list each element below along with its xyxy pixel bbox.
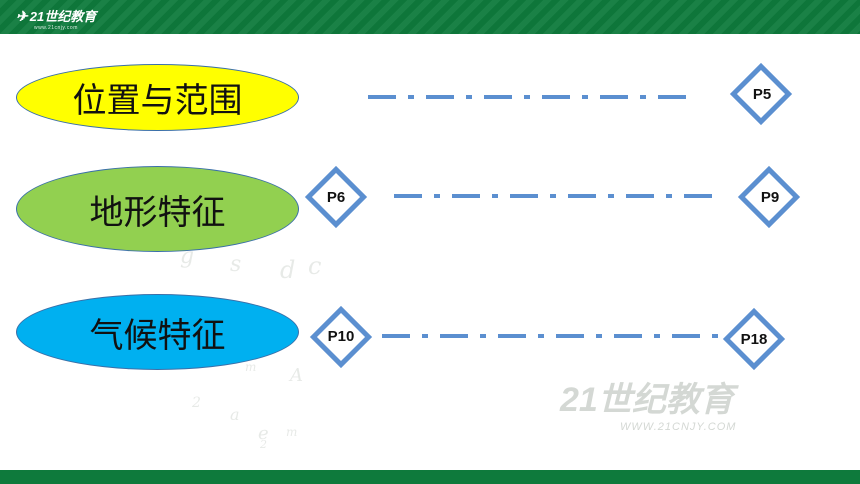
topic-location-range[interactable]: 位置与范围 bbox=[16, 64, 299, 131]
page-label-p6: P6 bbox=[326, 189, 346, 206]
bg-glyph: c bbox=[308, 252, 322, 280]
topic-landform[interactable]: 地形特征 bbox=[16, 166, 299, 252]
bg-glyph: m bbox=[286, 425, 298, 439]
page-label-p5: P5 bbox=[752, 86, 772, 103]
page-label-p9: P9 bbox=[760, 189, 780, 206]
connector-line-row1 bbox=[368, 95, 696, 99]
connector-line-row2 bbox=[394, 194, 720, 198]
page-label-p18: P18 bbox=[740, 331, 768, 348]
logo-url-text: www.21cnjy.com bbox=[34, 25, 78, 31]
header-bar: ✈21世纪教育 www.21cnjy.com bbox=[0, 0, 860, 34]
bg-glyph: A bbox=[290, 365, 303, 386]
topic-label: 地形特征 bbox=[89, 192, 226, 233]
page-label-p10: P10 bbox=[327, 328, 355, 345]
bg-glyph: a bbox=[230, 405, 240, 424]
watermark-url: WWW.21CNJY.COM bbox=[620, 421, 737, 433]
bg-glyph: m bbox=[245, 360, 257, 374]
runner-icon: ✈ bbox=[16, 8, 28, 24]
bg-glyph: e bbox=[258, 423, 269, 444]
footer-bar bbox=[0, 470, 860, 484]
watermark-logo: 21世纪教育 WWW.21CNJY.COM bbox=[560, 372, 736, 433]
brand-logo[interactable]: ✈21世纪教育 www.21cnjy.com bbox=[16, 6, 96, 31]
bg-glyph: 2 bbox=[192, 395, 201, 411]
connector-line-row3 bbox=[382, 334, 718, 338]
bg-glyph: s bbox=[230, 252, 242, 277]
watermark-brand: 21世纪教育 bbox=[560, 381, 734, 419]
topic-label: 气候特征 bbox=[89, 315, 226, 356]
topic-label: 位置与范围 bbox=[72, 81, 243, 121]
topic-climate[interactable]: 气候特征 bbox=[16, 294, 299, 370]
bg-glyph: 2 bbox=[260, 438, 267, 451]
bg-glyph: d bbox=[280, 256, 296, 284]
logo-brand-text: 21世纪教育 bbox=[29, 9, 97, 24]
